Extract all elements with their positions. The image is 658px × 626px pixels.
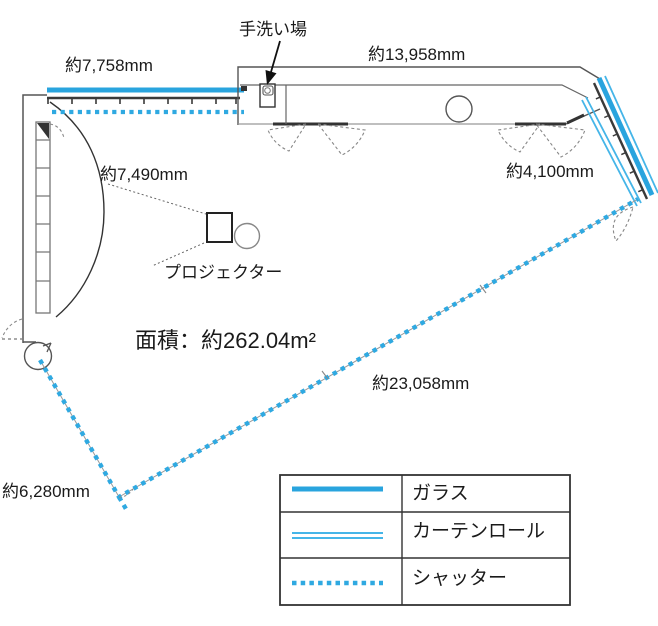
sink-basin <box>262 85 274 96</box>
sink-label: 手洗い場 <box>239 20 307 39</box>
legend-grid-lines <box>280 475 570 605</box>
right-door-swing-petal <box>612 206 634 243</box>
dim-right: 約4,100mm <box>506 162 594 181</box>
projector-circle <box>233 222 261 250</box>
boundary-thin-line <box>39 198 639 498</box>
wall-ticks-top <box>47 98 237 104</box>
glass-end-cap <box>241 86 247 91</box>
corridor-column-circle <box>445 95 473 123</box>
corridor-junction-wall <box>566 113 585 125</box>
wall-ticks-right <box>595 96 644 193</box>
corridor-inner <box>240 84 589 99</box>
legend: ガラス カーテンロール シャッター <box>279 474 571 606</box>
shutter-dotted-line <box>38 197 640 501</box>
sink-drain <box>264 87 271 94</box>
dim-top: 約13,958mm <box>368 45 465 64</box>
wall-line-right <box>592 82 649 200</box>
corridor <box>237 66 601 158</box>
legend-label-glass: ガラス <box>412 482 469 504</box>
door-blob <box>23 341 53 371</box>
dim-bottom-left: 約6,280mm <box>2 482 90 501</box>
legend-label-curtain: カーテンロール <box>412 521 545 542</box>
projector-leader-lines <box>107 183 207 267</box>
sink-pointer <box>265 40 281 85</box>
sink-arrow-head <box>265 70 277 85</box>
top-wall <box>47 86 247 115</box>
dim-diagonal: 約23,058mm <box>372 374 469 393</box>
area-label: 面積：約262.04m² <box>135 328 316 353</box>
bottom-left-wall <box>22 320 36 343</box>
projector-label: プロジェクター <box>164 263 282 282</box>
legend-curtain-sample <box>292 532 383 539</box>
left-door-swing-arc <box>49 123 65 139</box>
legend-label-shutter: シャッター <box>412 567 507 589</box>
right-angled-wall <box>581 75 658 243</box>
shutter-boundary <box>38 197 640 511</box>
corner-arc <box>118 488 134 498</box>
left-wall-panel <box>35 121 51 314</box>
projector <box>107 183 261 267</box>
shutter-corner-overshoot <box>117 495 128 511</box>
bottom-left-door <box>1 318 53 371</box>
door-blob-tip <box>42 342 52 353</box>
dim-top-left: 約7,758mm <box>65 56 153 75</box>
large-swing-arc <box>49 101 105 318</box>
corridor-outer <box>237 66 601 125</box>
left-wall-panel-joints <box>36 139 50 282</box>
curtain-roll-lines <box>581 96 642 207</box>
left-door-leaf <box>37 123 49 139</box>
exterior-door-swing-arc <box>1 318 23 339</box>
dim-left: 約7,490mm <box>100 165 188 184</box>
sink-arrow-line <box>270 40 281 73</box>
door-swing-fans <box>267 123 586 158</box>
projector-box <box>206 212 233 243</box>
left-wall <box>22 94 105 320</box>
glass-line-right <box>596 76 655 197</box>
shutter-joint-ticks <box>321 284 487 380</box>
left-wall-outline <box>22 94 47 320</box>
glass-outer-thin-line <box>604 75 658 194</box>
